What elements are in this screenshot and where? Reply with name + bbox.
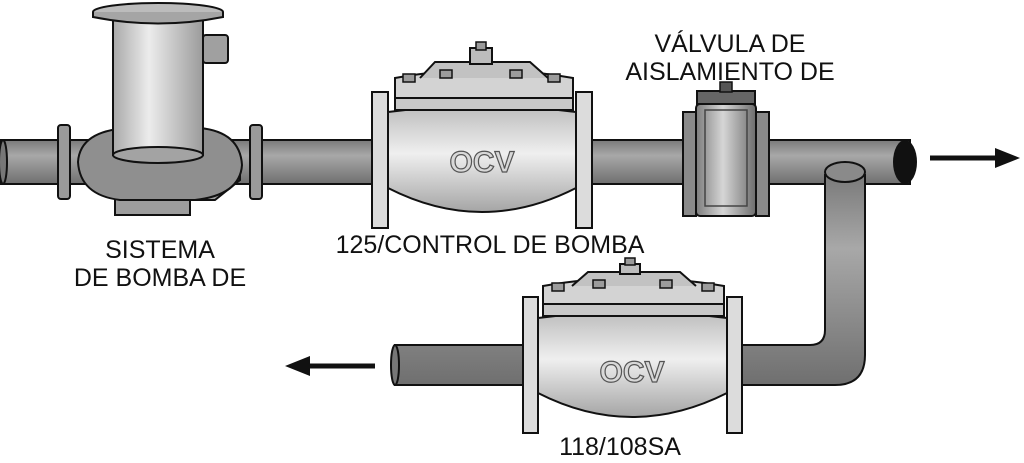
pump-system-label-line-2: DE BOMBA DE: [73, 264, 247, 292]
valve-brand-logo: OCV: [449, 146, 514, 179]
flow-arrow-left-icon: [285, 356, 375, 376]
isolation-valve-label-line-2: AISLAMIENTO DE: [625, 58, 835, 86]
pump-system: [57, 2, 263, 216]
pump-system-label: SISTEMA DE BOMBA DE: [40, 236, 280, 292]
pump-outlet-flange: [249, 124, 263, 200]
bypass-valve-label: 118/108SA: [559, 433, 681, 461]
handwheel: [696, 90, 756, 105]
isolation-valve-label-line-1: VÁLVULA DE: [654, 30, 806, 58]
valve-flange-left: [371, 91, 389, 229]
bypass-pipe: [390, 161, 866, 386]
isolation-valve-label: VÁLVULA DE AISLAMIENTO DE: [600, 30, 860, 86]
flow-arrow-right-icon: [930, 148, 1020, 168]
main-control-valve: OCV: [371, 41, 593, 229]
valve-brand-logo: OCV: [599, 356, 664, 389]
valve-flange-right: [575, 91, 593, 229]
main-valve-label: 125/CONTROL DE BOMBA: [335, 231, 645, 259]
pump-system-label-line-1: SISTEMA: [105, 236, 215, 264]
isolation-valve: [682, 81, 770, 217]
junction-box: [202, 34, 229, 64]
bypass-control-valve: OCV: [522, 257, 743, 434]
pump-inlet-flange: [57, 124, 71, 200]
